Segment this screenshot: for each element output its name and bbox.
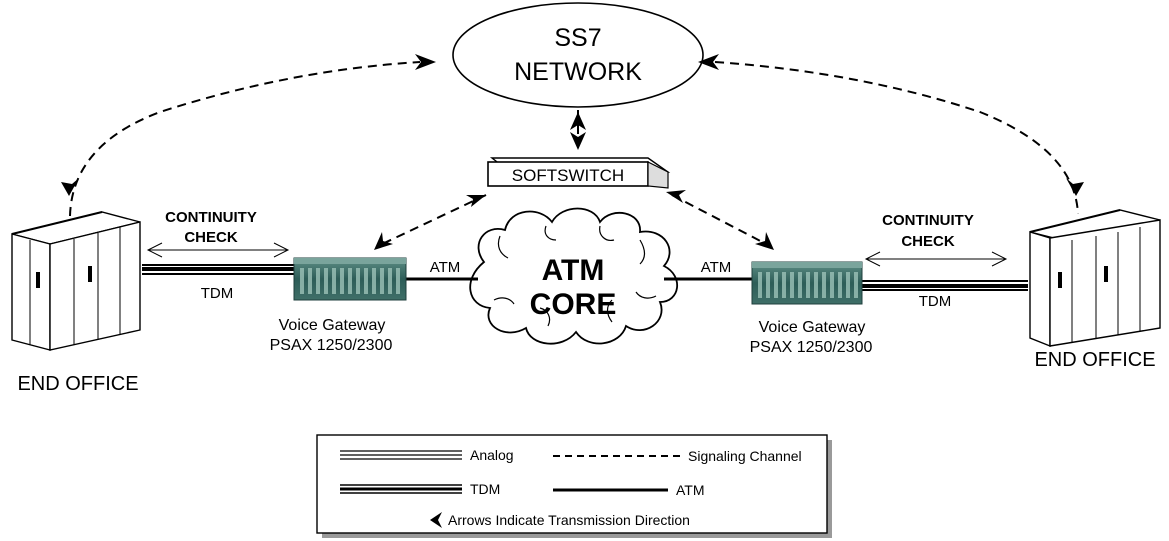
right-voice-gateway [751,261,863,305]
arrow-head-softswitch-down [570,132,586,150]
right-end-office [1029,209,1161,348]
ss7-network: SS7 NETWORK [452,2,704,108]
legend-atm-label: ATM [676,482,705,498]
legend-signaling-label: Signaling Channel [688,448,802,464]
left-atm-label: ATM [430,259,461,276]
legend-arrow-icon [430,512,442,528]
atm-core-cloud: ATM CORE [469,207,679,345]
left-continuity-line2: CHECK [184,229,238,246]
signaling-arrowheads [61,54,1084,250]
signaling-softswitch-right-gw [671,194,771,247]
right-continuity-line2: CHECK [901,233,955,250]
arrow-head-left-end-office [61,178,79,196]
legend: Analog Signaling Channel TDM ATM Arrows … [316,434,832,538]
arrow-head-softswitch-right [666,190,686,203]
left-gateway-label-line1: Voice Gateway [279,317,386,334]
arrow-head-right-end-office [1066,178,1084,196]
arrow-head-right-network [698,54,719,70]
left-end-office [11,211,141,351]
left-end-office-label: END OFFICE [17,373,138,395]
arrow-head-network-up [570,112,586,130]
softswitch-label: SOFTSWITCH [512,166,624,185]
arrow-head-right-gateway [755,232,774,250]
right-end-office-label: END OFFICE [1034,349,1155,371]
right-gateway-label-line1: Voice Gateway [759,319,866,336]
signaling-softswitch-left-gw [377,194,487,247]
right-atm-label: ATM [701,259,732,276]
ss7-label-line1: SS7 [554,24,601,52]
right-tdm-link [862,280,1028,291]
left-continuity-line1: CONTINUITY [165,209,257,226]
left-gateway-label-line2: PSAX 1250/2300 [270,337,393,354]
legend-analog-label: Analog [470,447,514,463]
ss7-label-line2: NETWORK [514,58,642,86]
core-label-line1: ATM [542,254,605,287]
right-gateway-label-line2: PSAX 1250/2300 [750,339,873,356]
signaling-arc-right [714,61,1079,215]
right-continuity-arrow [864,251,1008,267]
legend-tdm-swatch [340,484,462,494]
core-label-line2: CORE [530,288,617,321]
left-tdm-link [142,264,294,275]
softswitch: SOFTSWITCH [487,157,671,189]
legend-arrows-note: Arrows Indicate Transmission Direction [448,512,690,528]
right-tdm-label: TDM [919,293,952,310]
signaling-arc-left [69,61,421,217]
left-voice-gateway [293,257,407,301]
arrow-head-softswitch-left [466,195,486,207]
left-continuity-arrow [146,242,290,258]
right-continuity-line1: CONTINUITY [882,212,974,229]
left-tdm-label: TDM [201,285,234,302]
arrow-head-left-gateway [374,232,393,250]
arrow-head-left-network [415,54,436,70]
legend-tdm-label: TDM [470,481,500,497]
legend-analog-swatch [340,450,462,460]
